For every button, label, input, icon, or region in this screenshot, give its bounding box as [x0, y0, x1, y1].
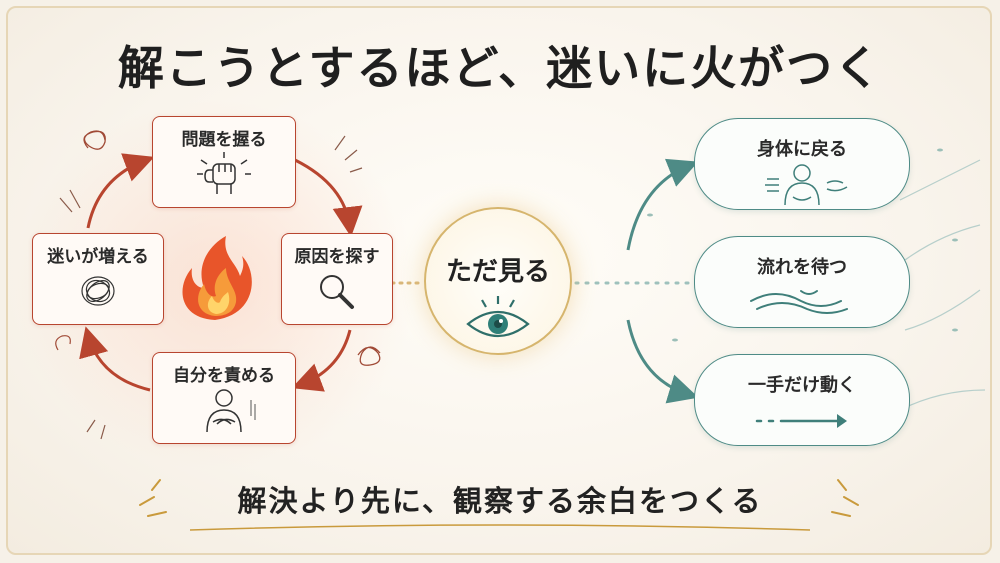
scribble-left	[55, 335, 71, 351]
arrow-cycle-1	[294, 158, 363, 237]
sparkle-left	[139, 479, 167, 517]
page-title: 解こうとするほど、迷いに火がつく	[117, 41, 883, 95]
arrow-cycle-2	[291, 329, 352, 392]
sparkle-right	[831, 479, 859, 517]
stress-marks-right	[334, 135, 363, 173]
cycle-box-grasp-problem: 問題を握る	[152, 116, 296, 208]
fire-icon	[182, 236, 252, 320]
pill-wait-for-flow: 流れを待つ	[694, 236, 910, 328]
cycle-box-search-cause: 原因を探す	[281, 233, 393, 325]
pill-take-one-step: 一手だけ動く	[694, 354, 910, 446]
center-label: ただ見る	[445, 257, 550, 287]
cycle-box-doubt-grows: 迷いが増える	[32, 233, 164, 325]
leaf-specks	[647, 148, 958, 342]
arrow-cycle-4	[86, 153, 155, 229]
cycle-label: 原因を探す	[294, 247, 380, 267]
arrow-right-icon	[755, 414, 847, 428]
cycle-label: 自分を責める	[173, 366, 275, 386]
arrow-to-body	[626, 158, 699, 251]
cycle-label: 迷いが増える	[47, 247, 149, 267]
cycle-label: 問題を握る	[181, 130, 267, 150]
wind-lines	[899, 159, 986, 411]
breathing-person-icon	[765, 164, 848, 206]
footer-underline	[189, 524, 811, 531]
stress-marks	[59, 189, 81, 213]
scribble-right	[357, 346, 381, 366]
pill-label: 流れを待つ	[757, 257, 847, 278]
pill-label: 身体に戻る	[757, 139, 847, 160]
footer-message: 解決より先に、観察する余白をつくる	[237, 484, 763, 518]
person-self-hug-icon	[206, 389, 256, 433]
fist-icon	[197, 152, 251, 194]
arrow-cycle-3	[79, 326, 151, 392]
pill-label: 一手だけ動く	[748, 375, 856, 396]
cycle-box-blame-self: 自分を責める	[152, 352, 296, 444]
center-just-look: ただ見る	[424, 207, 572, 355]
magnifier-icon	[320, 275, 354, 309]
pill-return-to-body: 身体に戻る	[694, 118, 910, 210]
wave-flow-icon	[750, 290, 848, 314]
scribble-top-left	[83, 130, 106, 150]
stress-marks-bottom	[86, 419, 106, 440]
tangled-yarn-icon	[81, 276, 115, 306]
eye-icon	[466, 296, 530, 337]
arrow-to-action	[626, 319, 699, 404]
